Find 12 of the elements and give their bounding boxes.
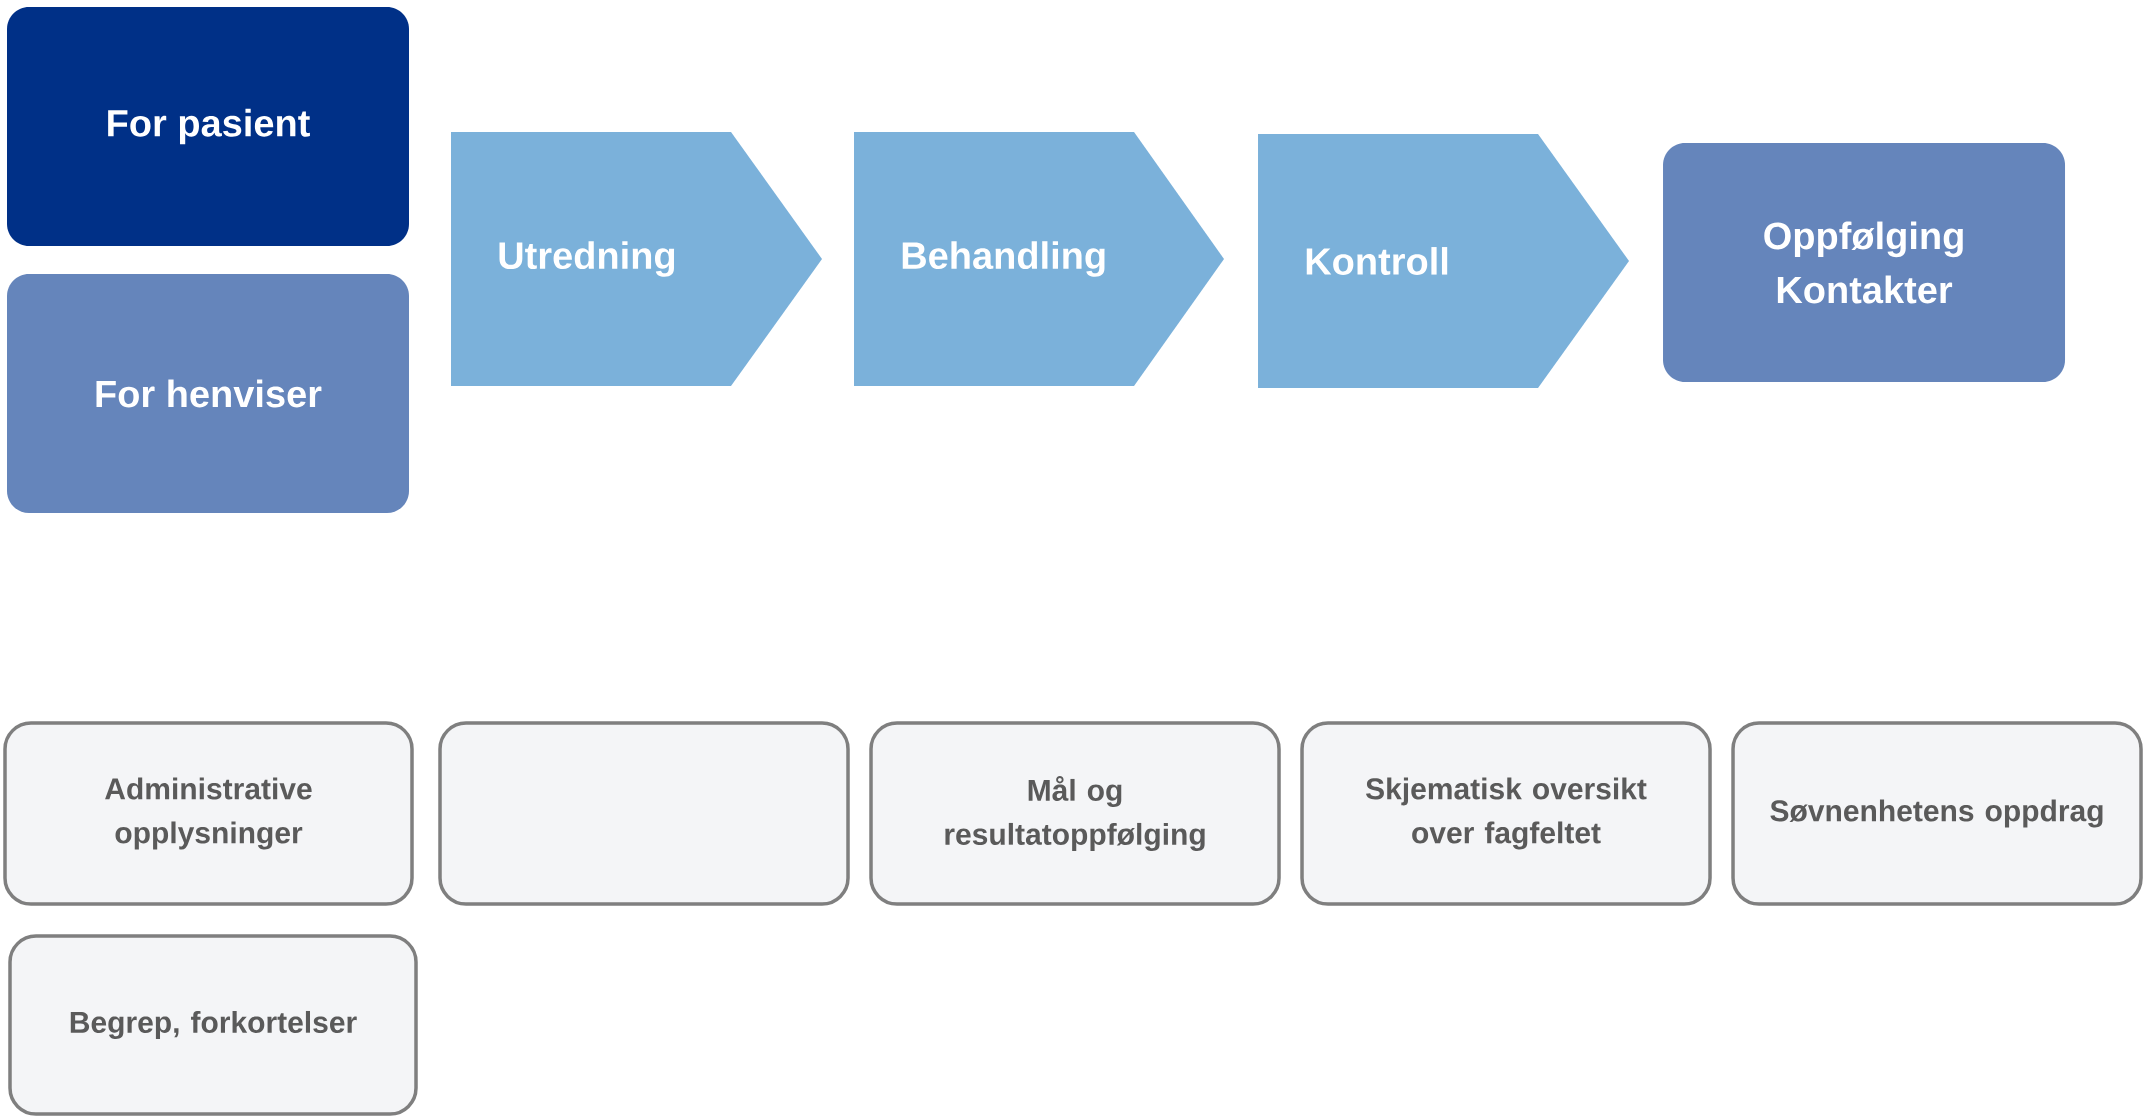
chevron-step: Behandling	[854, 132, 1224, 386]
link-box: Begrep, forkortelser	[8, 934, 418, 1116]
empty-box	[438, 721, 850, 906]
link-box: Mål og resultatoppfølging	[869, 721, 1281, 906]
chevron-step: Utredning	[451, 132, 822, 386]
chevron-step: Kontroll	[1258, 134, 1629, 388]
link-box: Søvnenhetens oppdrag	[1731, 721, 2143, 906]
menu-box: Oppfølging Kontakter	[1663, 143, 2065, 382]
menu-box: For pasient	[7, 7, 409, 246]
menu-box: For henviser	[7, 274, 409, 513]
link-box: Administrative opplysninger	[3, 721, 414, 906]
link-box: Skjematisk oversikt over fagfeltet	[1300, 721, 1712, 906]
